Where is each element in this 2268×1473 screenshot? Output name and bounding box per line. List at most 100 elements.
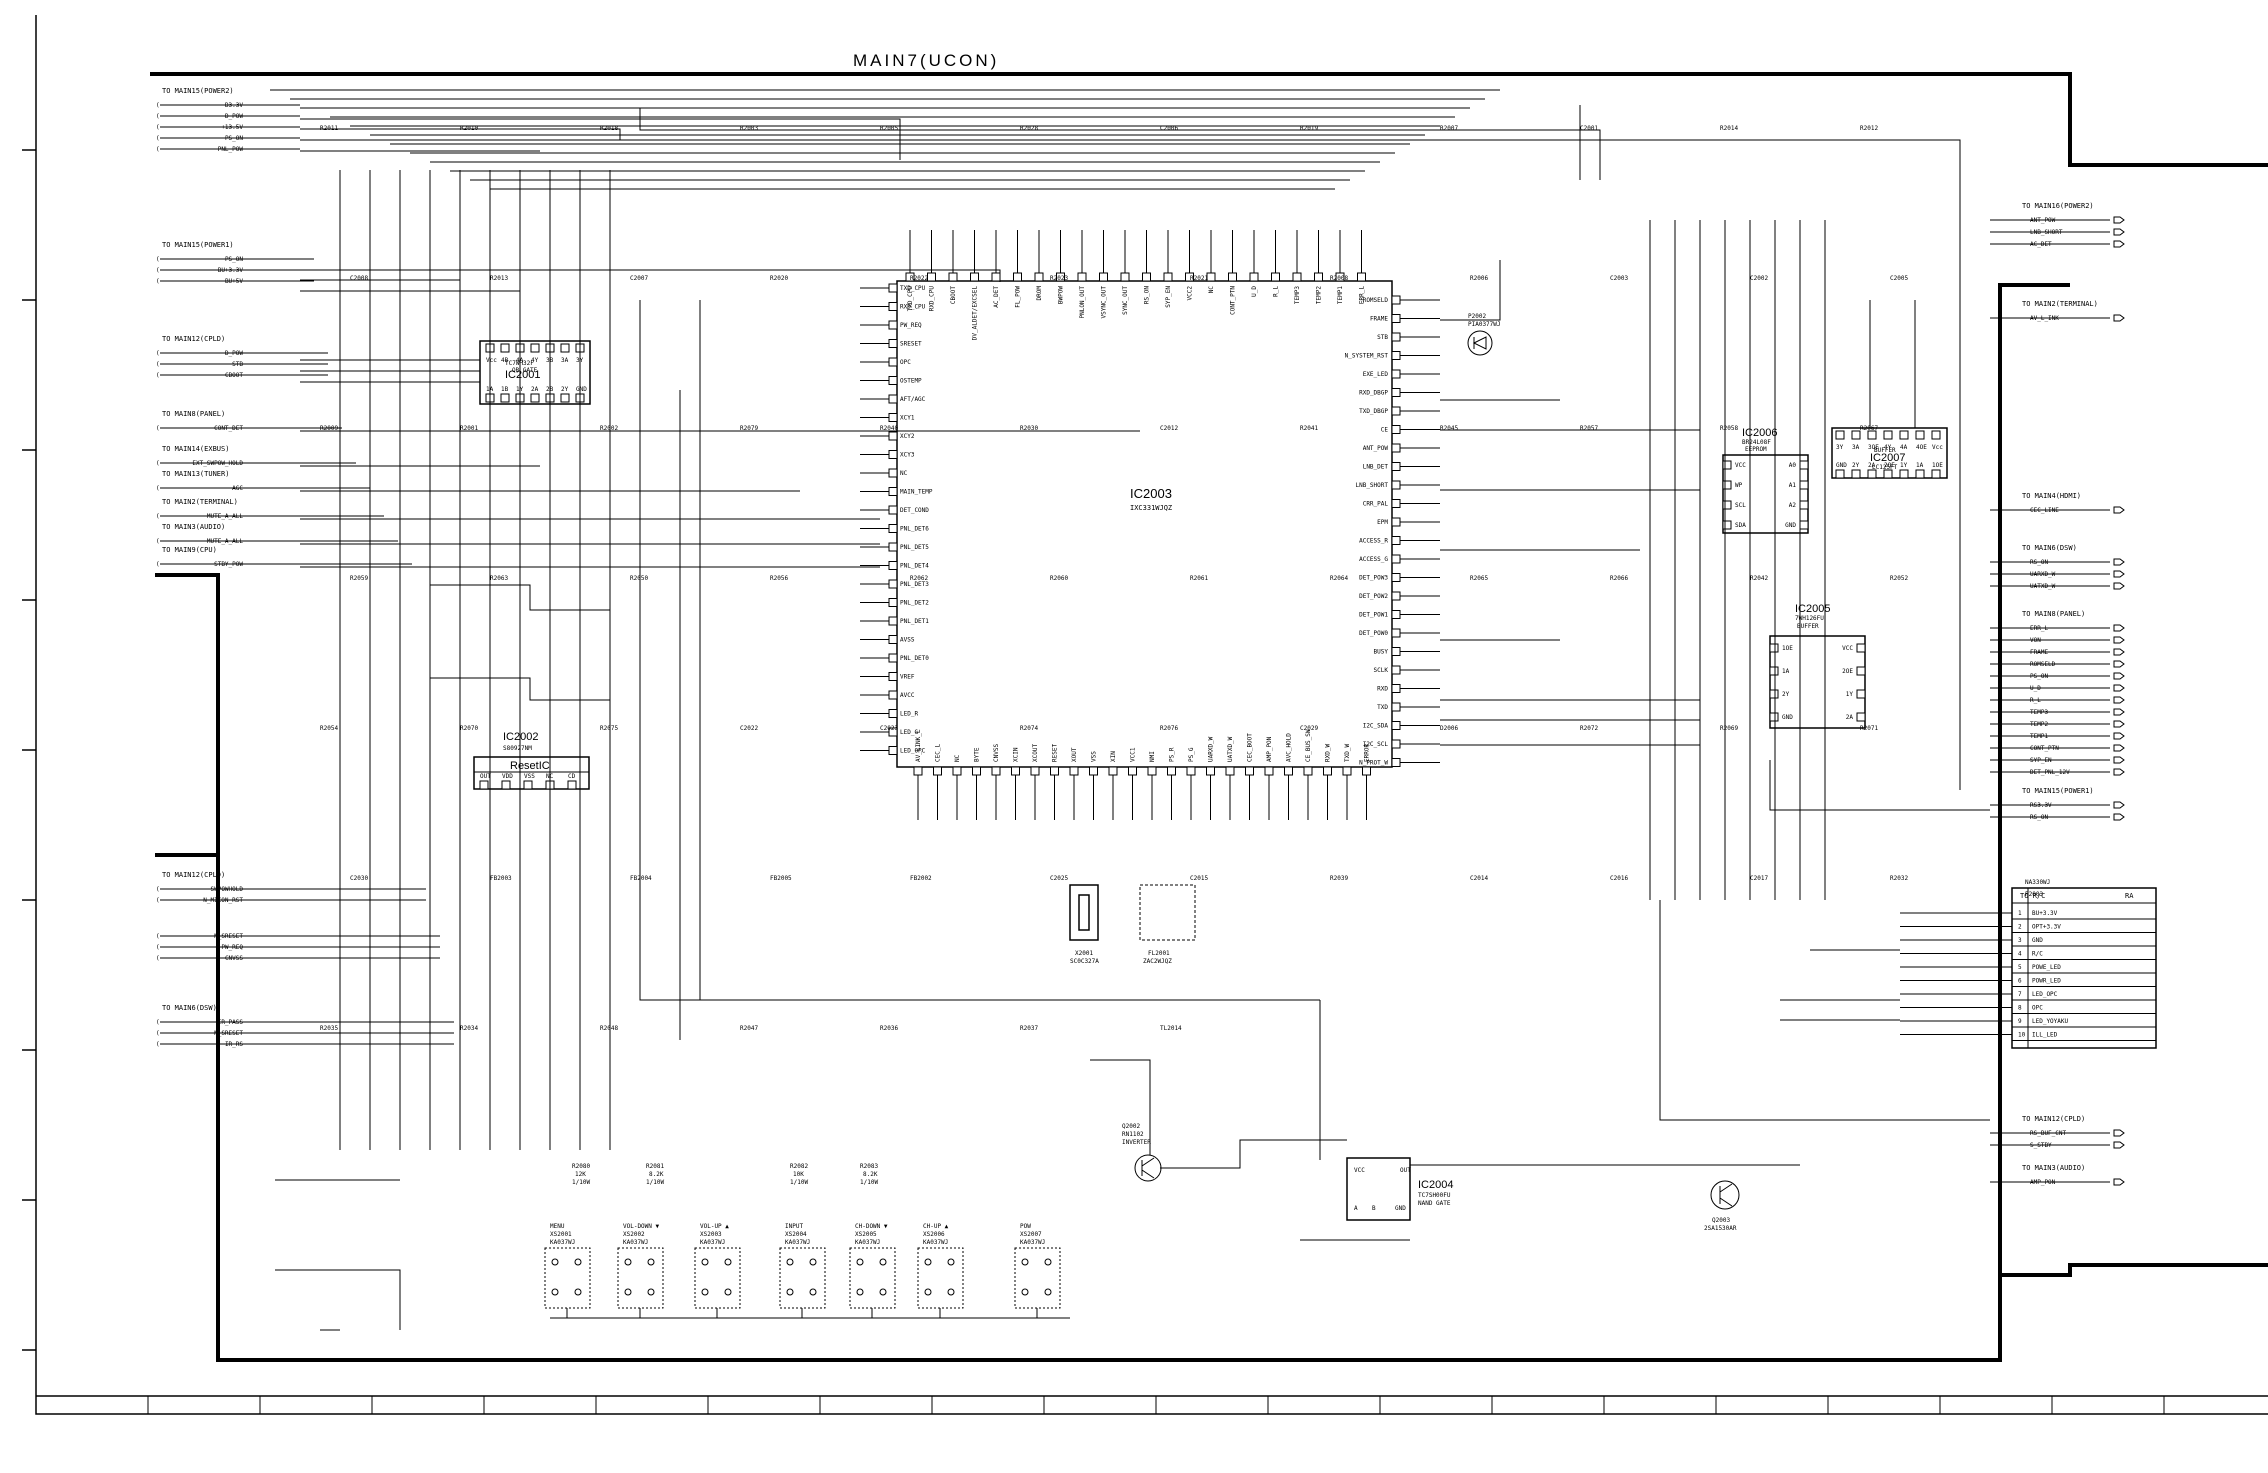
q2002-desc: INVERTER: [1122, 1139, 1151, 1146]
ic2003-top-pin-label: TEMP1: [1337, 286, 1344, 304]
left-connector-title: TO MAIN15(POWER2): [162, 87, 234, 95]
p2002-ref: P2002: [1468, 313, 1486, 320]
ic2005-right-pin: [1856, 712, 1866, 722]
part-reference: C2025: [1050, 875, 1068, 882]
ic2003-top-pin-label: RS_ON: [1144, 286, 1151, 304]
part-reference: R2061: [1190, 575, 1208, 582]
left-connector-bracket: (: [156, 944, 160, 951]
ic2005-left-pin-label: 1OE: [1782, 645, 1793, 652]
left-connector-title: TO MAIN9(CPU): [162, 546, 217, 554]
ic2003-right-pin-label: ACCESS_G: [1359, 556, 1388, 563]
switch-ref: XS2005: [855, 1231, 877, 1238]
switch-part: KA037WJ: [855, 1239, 880, 1246]
switch-resistor-value: 10K: [793, 1171, 804, 1178]
ic2003-right-pin-label: EXE_LED: [1363, 371, 1389, 378]
ic2003-top-pin: [1142, 272, 1151, 282]
left-connector-bracket: (: [156, 361, 160, 368]
ic2005-left-pin: [1769, 712, 1779, 722]
ic2003-bottom-pin: [1323, 766, 1332, 776]
ra-pin-signal: GND: [2032, 937, 2043, 944]
switch-contact: [724, 1288, 732, 1296]
ic2004-pin-label: VCC: [1354, 1167, 1365, 1174]
ic2003-right-pin-label: DET_POW1: [1359, 612, 1388, 619]
part-reference: C2005: [1890, 275, 1908, 282]
part-reference: R2018: [600, 125, 618, 132]
part-reference: C2014: [1470, 875, 1488, 882]
ic2003-left-pin: [888, 746, 898, 755]
ic2003-right-pin-label: BUSY: [1374, 649, 1389, 656]
connector-arrow: [2113, 314, 2125, 322]
part-reference: R2050: [630, 575, 648, 582]
ic2005-buffer: IC2005 7WH126FU BUFFER 1OE1A2YGNDVCC2OE1…: [1769, 603, 1866, 729]
ic2003-top-pin-label: BWPOW: [1058, 286, 1065, 304]
ic2007-bottom-pin-label: 2A: [1868, 462, 1876, 469]
connector-arrow: [2113, 558, 2125, 566]
ic2003-top-pin-label: ERR_L: [1359, 286, 1366, 304]
ic2003-right-pin-label: RXD_DBGP: [1359, 390, 1388, 397]
ic2004-pin-label: GND: [1395, 1205, 1406, 1212]
ic2003-left-pin-label: OPC: [900, 359, 911, 366]
ic2003-right-pin-label: ANT_POW: [1363, 445, 1389, 452]
ic2006-left-pin-label: WP: [1735, 482, 1743, 489]
ra-pin-number: 1: [2018, 910, 2022, 917]
ic2003-right-pin: [1391, 665, 1401, 675]
q2002-part: RN1102: [1122, 1131, 1144, 1138]
ic2003-bottom-pin-label: XCOUT: [1032, 744, 1039, 762]
left-connector-title: TO MAIN2(TERMINAL): [162, 498, 238, 506]
connector-arrow: [2113, 648, 2125, 656]
part-reference: R2048: [600, 1025, 618, 1032]
connector-arrow: [2113, 660, 2125, 668]
switch-part: KA037WJ: [785, 1239, 810, 1246]
ic2003-left-pin: [888, 672, 898, 681]
switch-resistor-tol: 1/10W: [572, 1179, 590, 1186]
ic2006-eeprom: IC2006 BR24L08F EEPROM VCCWPSCLSDAA0A1A2…: [1722, 427, 1809, 534]
ic2003-right-pin: [1391, 295, 1401, 305]
part-reference: C2030: [350, 875, 368, 882]
ic2003-right-pin-label: SCLK: [1374, 667, 1389, 674]
ic2003-left-pin: [888, 283, 898, 293]
ic2003-right-pin: [1391, 536, 1401, 545]
ra-part-ref: P2003: [2025, 891, 2043, 898]
ra-pin-number: 3: [2018, 937, 2022, 944]
fl2001-filter: FL2001 ZAC2WJQZ: [1139, 884, 1196, 965]
switch-contact: [786, 1258, 794, 1266]
connector-arrow: [2113, 744, 2125, 752]
ic2003-bottom-pin-label: PS_G: [1188, 747, 1195, 762]
p2002-part: PIA0377WJ: [1468, 321, 1501, 328]
switch-ref: XS2001: [550, 1231, 572, 1238]
ic2006-left-pin: [1722, 520, 1732, 530]
ic2005-right-pin-label: 2OE: [1842, 668, 1853, 675]
ic2003-top-pin-label: CONT_PTN: [1230, 286, 1237, 315]
q2002-ref: Q2002: [1122, 1123, 1140, 1130]
connector-arrow: [2113, 756, 2125, 764]
right-connector-title: TO MAIN16(POWER2): [2022, 202, 2094, 210]
ic2007-top-pin-label: Vcc: [1932, 444, 1943, 451]
ic2003-left-pin-label: TXD_CPU: [900, 285, 926, 292]
right-connector-title: TO MAIN2(TERMINAL): [2022, 300, 2098, 308]
left-connector-title: TO MAIN14(EXBUS): [162, 445, 229, 453]
left-connector-bracket: (: [156, 538, 160, 545]
ic2007-top-pin: [1899, 430, 1909, 440]
left-connector-bracket: (: [156, 1030, 160, 1037]
switch-label: VOL-UP ▲: [700, 1223, 729, 1230]
ic2003-top-pin: [1099, 272, 1108, 282]
part-reference: R2070: [460, 725, 478, 732]
left-connector-bracket: (: [156, 267, 160, 274]
ic2003-bottom-pin: [1167, 766, 1176, 776]
part-reference: R2075: [600, 725, 618, 732]
part-reference: R2042: [1750, 575, 1768, 582]
ic2003-left-pin-label: AVCC: [900, 692, 915, 699]
connector-arrow: [2113, 506, 2125, 514]
ic2003-top-pin-label: TEMP2: [1316, 286, 1323, 304]
part-reference: R2005: [880, 125, 898, 132]
right-connector-title: TO MAIN8(PANEL): [2022, 610, 2085, 618]
ic2003-top-pin-label: U_D: [1251, 286, 1258, 297]
ic2005-desc: BUFFER: [1797, 623, 1819, 630]
left-connector-bracket: (: [156, 102, 160, 109]
left-connector-bracket: (: [156, 897, 160, 904]
